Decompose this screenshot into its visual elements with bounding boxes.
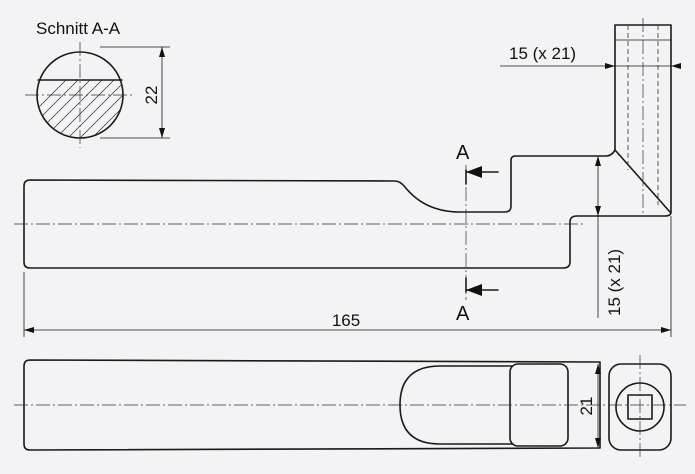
section-hatch	[37, 80, 123, 138]
plan-view: 21	[14, 355, 686, 460]
section-title: Schnitt A-A	[36, 19, 121, 38]
cut-label-bottom: A	[456, 303, 470, 325]
side-dimension: 15 (x 21)	[605, 249, 624, 316]
plan-dimension: 21	[577, 397, 596, 416]
cut-label-top: A	[456, 142, 470, 164]
plan-outline	[23, 359, 601, 451]
handle-outline	[23, 24, 672, 269]
post-chamfer	[614, 149, 671, 213]
section-dimension: 22	[142, 86, 161, 105]
length-dimension: 165	[332, 311, 360, 330]
section-view: Schnitt A-A 22	[25, 19, 170, 148]
top-dimension: 15 (x 21)	[509, 44, 576, 63]
front-view: A A 15 (x 21) 15 (x 21) 165	[14, 18, 681, 337]
